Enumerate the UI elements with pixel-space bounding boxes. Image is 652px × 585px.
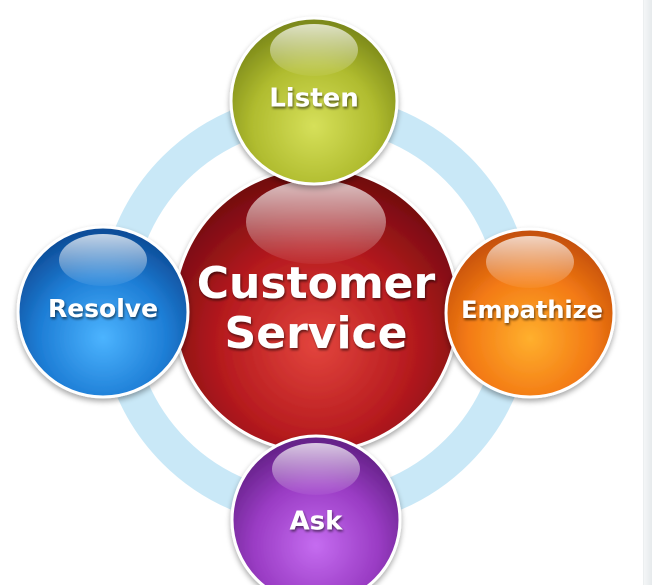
node-empathize: Empathize (444, 227, 616, 399)
page-edge (643, 0, 652, 585)
center-label-line1: Customer (197, 258, 436, 309)
node-label-resolve: Resolve (48, 294, 158, 323)
node-resolve: Resolve (16, 225, 190, 399)
node-listen: Listen (229, 16, 399, 186)
center-node: Customer Service (172, 166, 460, 454)
node-label-ask: Ask (290, 507, 344, 537)
node-label-listen: Listen (269, 84, 359, 114)
center-label-line2: Service (225, 308, 408, 359)
node-label-empathize: Empathize (461, 296, 603, 324)
node-ask: Ask (230, 434, 402, 585)
